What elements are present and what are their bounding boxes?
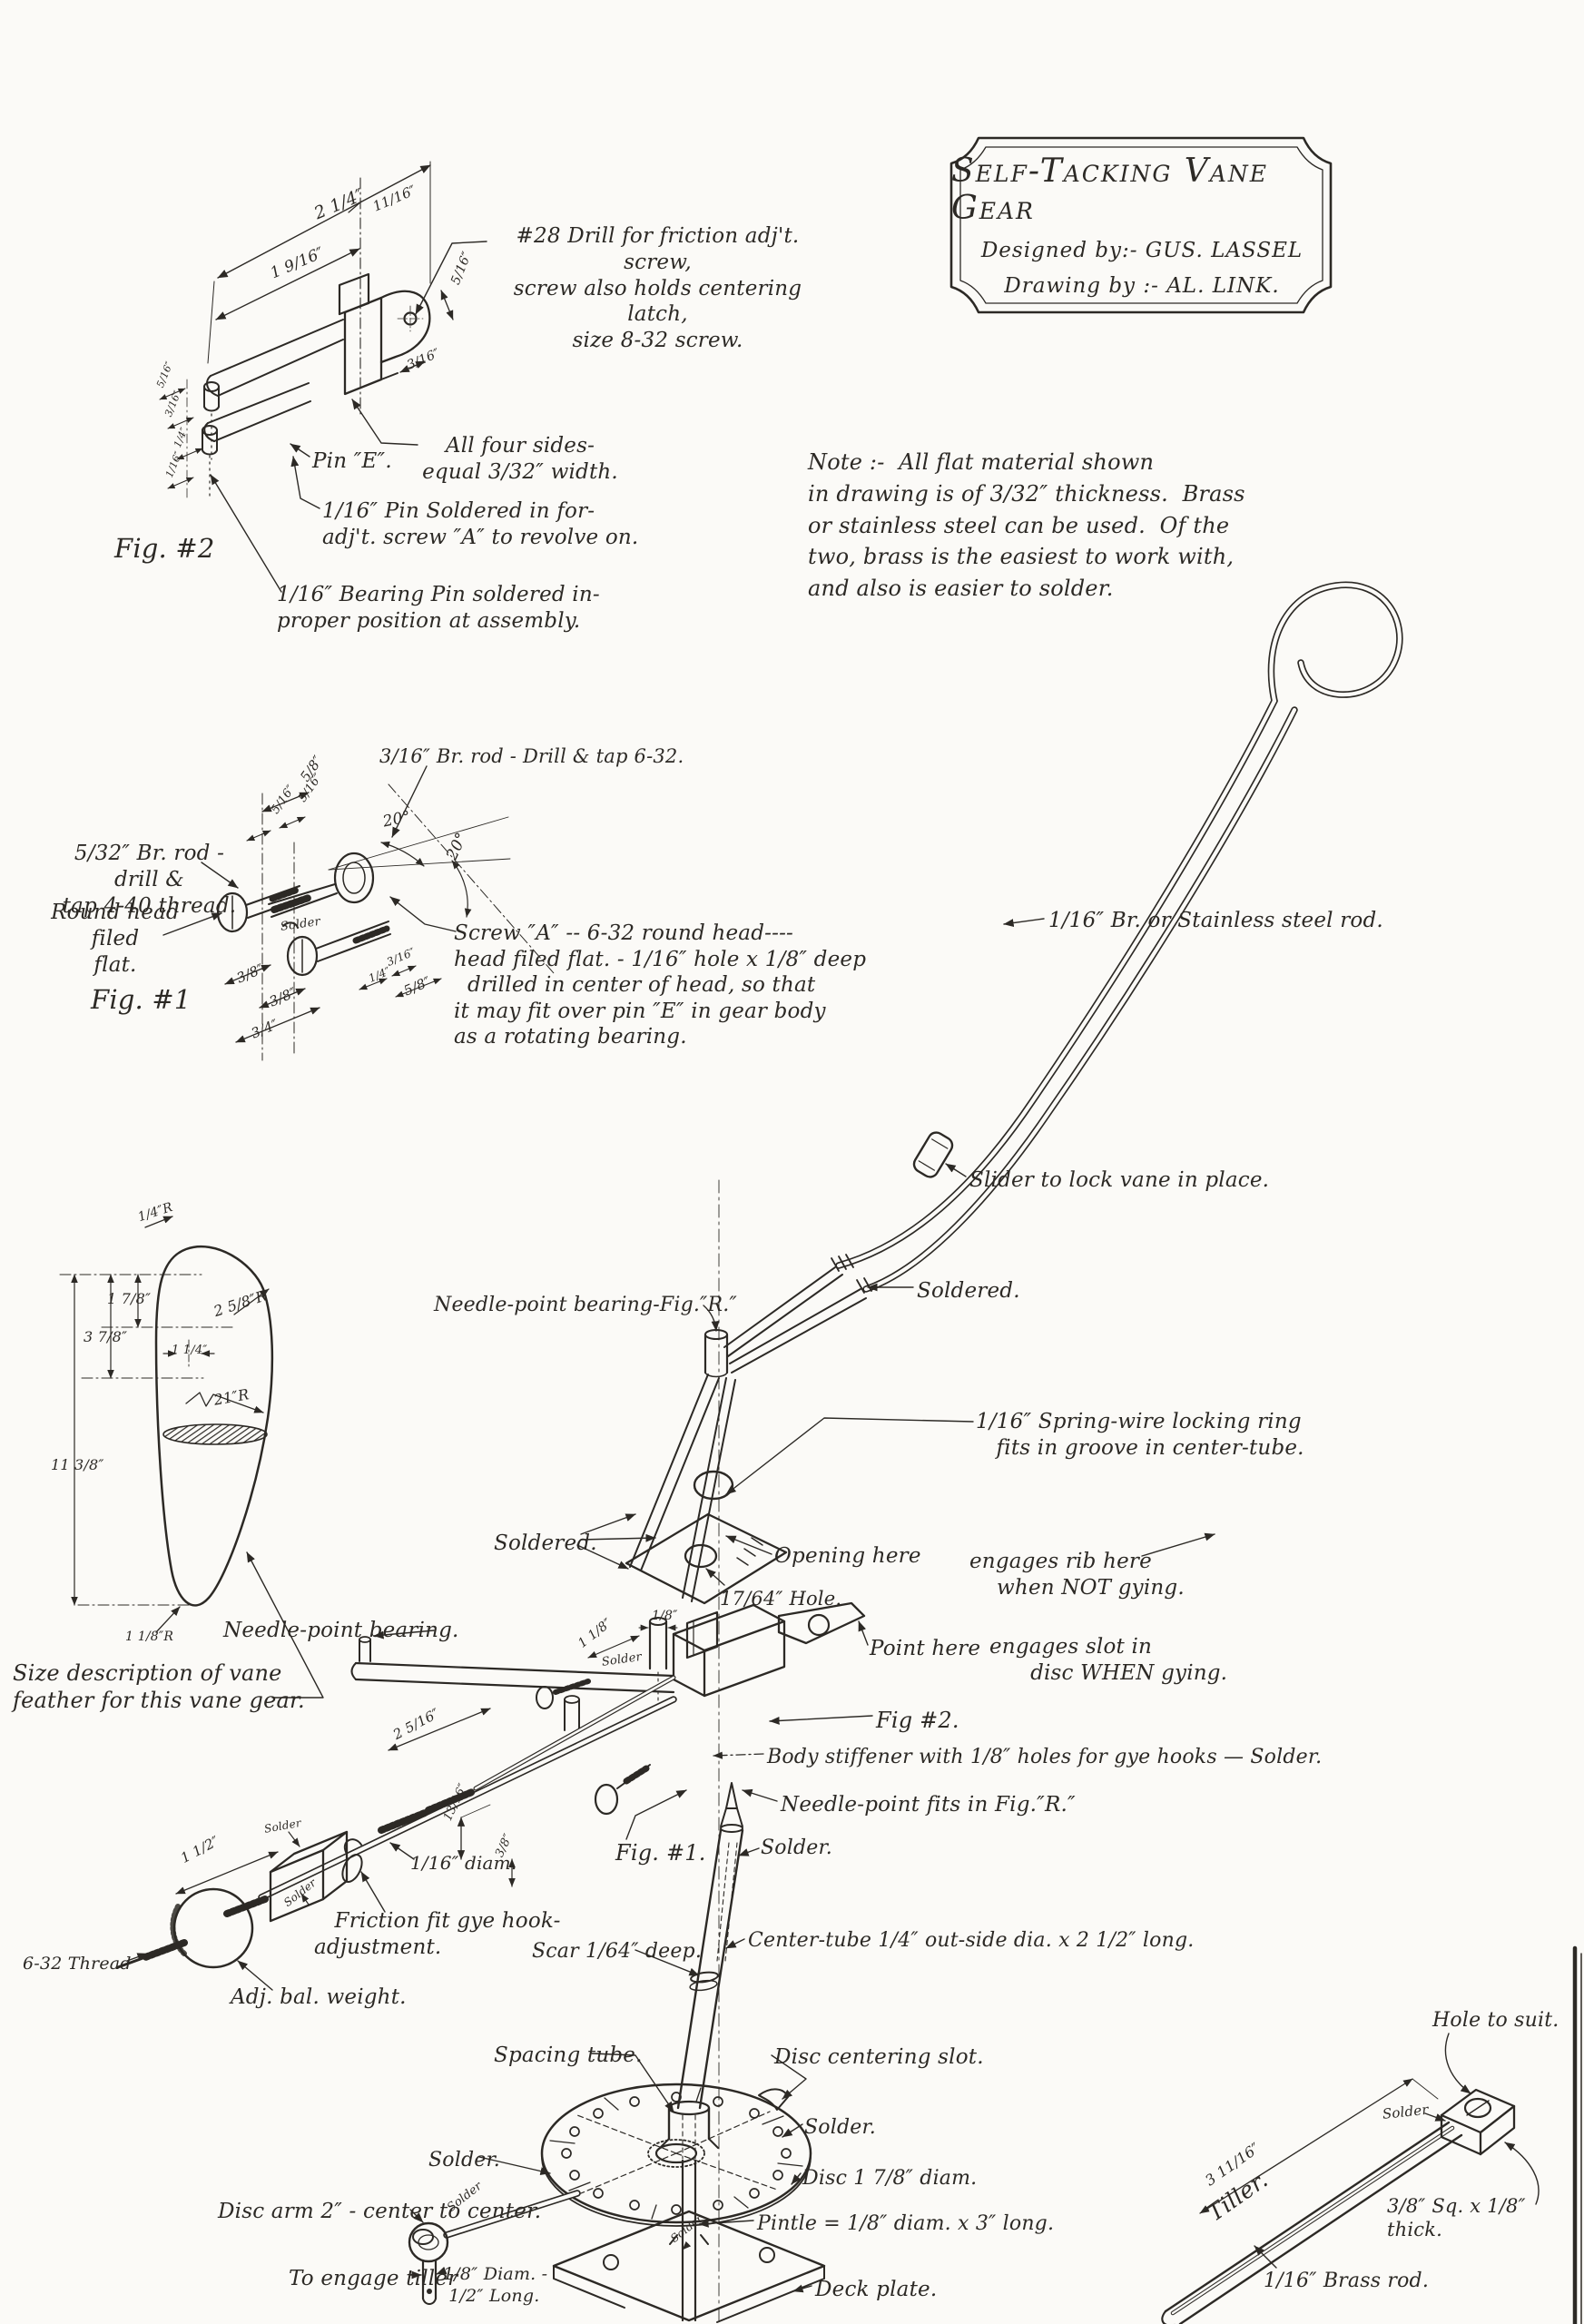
label-fig2-all-four-sides: All four sides- equal 3/32″ width. bbox=[422, 434, 618, 484]
label-fig1-rod-note-left: 5/32″ Br. rod - drill & tap 4-40 thread. bbox=[62, 842, 237, 918]
label-to-engage-tiller: To engage tiller bbox=[289, 2267, 458, 2290]
label-fig2-drill-note: #28 Drill for friction adj't. screw, scr… bbox=[513, 224, 802, 352]
label-pintle-note: Pintle = 1/8″ diam. x 3″ long. bbox=[757, 2212, 1055, 2235]
label-soldered-right: Soldered. bbox=[917, 1279, 1020, 1303]
label-slider-note: Slider to lock vane in place. bbox=[969, 1168, 1270, 1192]
label-fig1-rod-note-top: 3/16″ Br. rod - Drill & tap 6-32. bbox=[379, 745, 684, 767]
label-engages-slot: engages slot in disc WHEN gying. bbox=[989, 1635, 1228, 1685]
label-solder-tube-top: Solder. bbox=[761, 1837, 832, 1859]
designed-by: Designed by:- GUS. LASSEL bbox=[980, 239, 1304, 262]
label-vane-caption: Size description of vane feather for thi… bbox=[13, 1660, 305, 1713]
label-fig1-round-head: Round head filed flat. bbox=[51, 901, 180, 977]
label-friction-fit-note: Friction fit gye hook- adjustment. bbox=[314, 1909, 561, 1959]
label-fig2-caption: Fig. #2 bbox=[114, 533, 215, 564]
label-fig1-ref: Fig. #1. bbox=[615, 1840, 706, 1866]
label-disc-centering-slot: Disc centering slot. bbox=[774, 2045, 984, 2069]
label-body-stiffener-note: Body stiffener with 1/8″ holes for gye h… bbox=[767, 1746, 1323, 1768]
label-general-note: Note :- All flat material shown in drawi… bbox=[808, 449, 1245, 602]
title-block: Self-Tacking Vane Gear Designed by:- GUS… bbox=[951, 138, 1333, 312]
label-fig2-bearing-pin: 1/16″ Bearing Pin soldered in- proper po… bbox=[277, 583, 600, 633]
label-fig1-caption: Fig. #1 bbox=[91, 984, 192, 1015]
label-deck-plate-note: Deck plate. bbox=[815, 2278, 938, 2301]
label-tiller-stock-note: 3/8″ Sq. x 1/8″ thick. bbox=[1387, 2195, 1532, 2241]
label-hole-to-suit: Hole to suit. bbox=[1432, 2009, 1559, 2032]
label-solder-disc-right: Solder. bbox=[804, 2116, 876, 2139]
label-rod-material-note: 1/16″ Br. or Stainless steel rod. bbox=[1048, 909, 1383, 932]
label-solder-disc-left: Solder. bbox=[428, 2149, 500, 2171]
label-needle-point-fits: Needle-point fits in Fig.″R.″ bbox=[781, 1793, 1076, 1817]
label-scar-note: Scar 1/64″ deep. bbox=[532, 1940, 703, 1963]
label-dim-1-16-diam: 1/16″ diam. bbox=[410, 1852, 517, 1874]
label-point-here: Point here bbox=[870, 1637, 981, 1660]
label-thread-6-32: 6-32 Thread bbox=[23, 1954, 132, 1974]
label-spacing-tube-note: Spacing tube. bbox=[494, 2043, 643, 2067]
label-vane-dim-11-3-8: 11 3/8″ bbox=[51, 1456, 104, 1473]
label-dim-1-8-diam: 1/8″ Diam. - 1/2″ Long. bbox=[443, 2264, 548, 2306]
label-opening-here: Opening here bbox=[774, 1544, 921, 1568]
label-vane-dim-1-1-4: 1 1/4″ bbox=[172, 1344, 208, 1357]
label-dim-1-8: 1/8″ bbox=[652, 1609, 678, 1623]
label-engages-rib: engages rib here when NOT gying. bbox=[969, 1550, 1185, 1600]
label-spring-wire-note: 1/16″ Spring-wire locking ring fits in g… bbox=[976, 1410, 1304, 1460]
label-brass-rod-note: 1/16″ Brass rod. bbox=[1264, 2270, 1430, 2292]
label-fig2-pin-soldered: 1/16″ Pin Soldered in for- adj't. screw … bbox=[322, 499, 639, 549]
label-disc-diam: Disc 1 7/8″ diam. bbox=[802, 2167, 978, 2190]
label-vane-dim-3-7-8: 3 7/8″ bbox=[84, 1328, 128, 1345]
label-needle-bearing-left: Needle-point bearing. bbox=[223, 1619, 459, 1642]
label-hole-17-64: 17/64″ Hole. bbox=[720, 1588, 842, 1610]
title-box-border bbox=[949, 136, 1333, 314]
label-adj-bal-weight: Adj. bal. weight. bbox=[231, 1985, 407, 2009]
drawing-by: Drawing by :- AL. LINK. bbox=[1004, 274, 1280, 298]
label-center-tube-note: Center-tube 1/4″ out-side dia. x 2 1/2″ … bbox=[748, 1929, 1195, 1952]
drawing-title: Self-Tacking Vane Gear bbox=[951, 153, 1268, 227]
label-fig2-pin-e: Pin ″E″. bbox=[312, 449, 392, 473]
label-fig1-screw-a-note: Screw ″A″ -- 6-32 round head---- head fi… bbox=[454, 921, 867, 1049]
label-needle-bearing-figr: Needle-point bearing-Fig.″R.″ bbox=[434, 1294, 737, 1316]
label-soldered-left: Soldered. bbox=[494, 1531, 597, 1555]
label-disc-arm-note: Disc arm 2″ - center to center. bbox=[218, 2200, 542, 2223]
label-vane-dim-1-1-8r: 1 1/8″R bbox=[125, 1630, 174, 1644]
label-vane-dim-1-7-8: 1 7/8″ bbox=[107, 1290, 152, 1307]
label-fig2-ref: Fig #2. bbox=[876, 1708, 959, 1733]
